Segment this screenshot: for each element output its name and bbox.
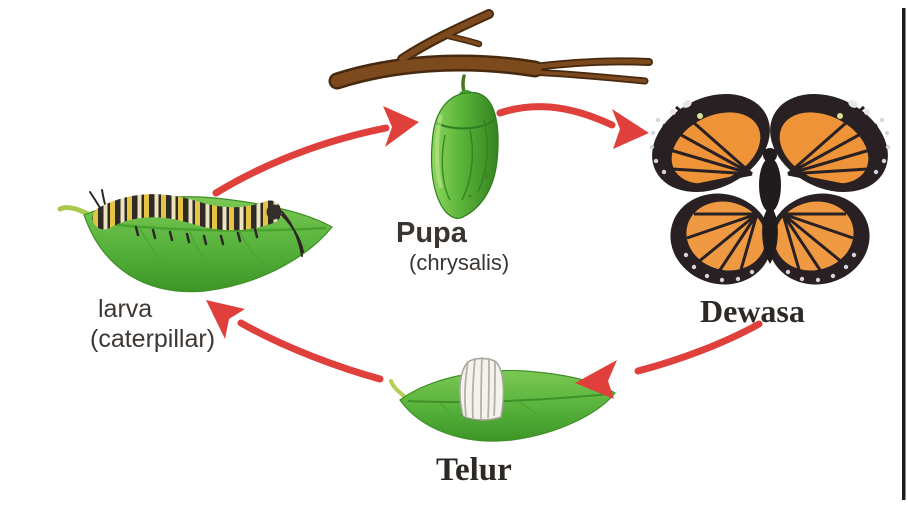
arrow-pupa-to-dewasa	[496, 103, 649, 149]
label-larva: larva (caterpillar)	[90, 294, 215, 354]
stage-name-telur: Telur	[436, 452, 512, 488]
butterfly-icon	[633, 73, 907, 298]
right-border-line	[902, 8, 906, 500]
caterpillar-icon	[57, 189, 333, 293]
butterfly-head	[763, 148, 777, 162]
stage-subname-larva: (caterpillar)	[90, 325, 216, 353]
caterpillar-body	[92, 194, 282, 231]
label-pupa: Pupa (chrysalis)	[396, 219, 509, 275]
stage-subname-pupa: (chrysalis)	[409, 250, 510, 275]
label-telur: Telur	[436, 452, 512, 489]
stage-name-dewasa: Dewasa	[700, 293, 805, 329]
caterpillar-head	[266, 204, 282, 220]
egg-icon	[389, 356, 616, 442]
arrow-dewasa-to-telur	[575, 320, 763, 399]
chrysalis-icon	[430, 74, 499, 219]
arrow-telur-to-larva	[206, 300, 384, 383]
butterfly-thorax	[759, 158, 781, 212]
arrow-larva-to-pupa	[212, 106, 419, 197]
cycle-arrows	[206, 103, 763, 399]
stage-name-pupa: Pupa	[396, 217, 467, 249]
branch-icon	[328, 9, 653, 90]
stage-name-larva: larva	[98, 295, 153, 323]
butterfly-abdomen	[762, 206, 778, 264]
label-dewasa: Dewasa	[700, 293, 805, 330]
